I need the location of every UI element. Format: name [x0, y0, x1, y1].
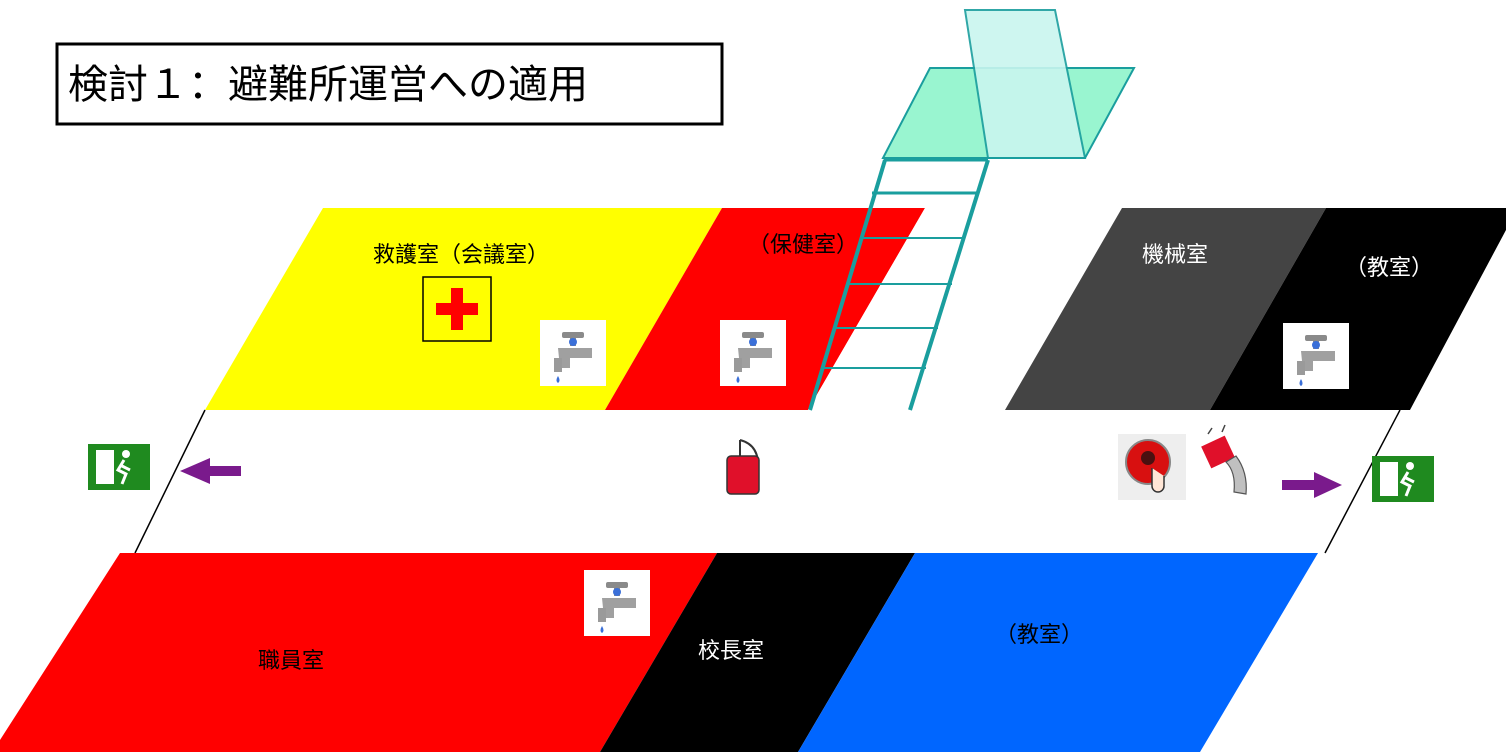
- white-room-area: [808, 208, 1122, 410]
- fire-alarm-button-icon: [1118, 434, 1186, 500]
- machine-room-label: 機械室: [1142, 243, 1208, 268]
- fire-extinguisher-icon: [726, 439, 760, 495]
- water-faucet-icon: [1283, 323, 1349, 389]
- health-room-label: （保健室）: [748, 233, 858, 258]
- roof-hatch: [963, 9, 1087, 159]
- staff-room-area: [0, 553, 717, 752]
- arrow-icon: [1282, 472, 1342, 498]
- title-box: 検討１：避難所運営への適用: [55, 42, 724, 126]
- principal-room-area: [600, 553, 915, 752]
- fire-hose-icon: [1201, 424, 1247, 495]
- rooftop-ladder: [808, 9, 1136, 411]
- classroom-bottom-area: [798, 553, 1318, 752]
- page-title: 検討１：避難所運営への適用: [68, 62, 588, 108]
- principal-room-label: 校長室: [698, 639, 764, 664]
- machine-room-area: [1005, 208, 1326, 410]
- water-faucet-icon: [540, 320, 606, 386]
- arrow-icon: [180, 458, 241, 484]
- water-faucet-icon: [720, 320, 786, 386]
- classroom-bottom-label: （教室）: [995, 623, 1083, 648]
- classroom-top-right-label: （教室）: [1345, 256, 1433, 281]
- health-room-area: [605, 208, 925, 410]
- staff-room-label: 職員室: [258, 649, 324, 674]
- water-faucet-icon: [584, 570, 650, 636]
- red-cross-icon: [422, 276, 492, 342]
- emergency-exit-icon: [88, 444, 150, 490]
- aid-room-label: 救護室（会議室）: [373, 243, 549, 268]
- corridor: [134, 409, 1401, 554]
- emergency-exit-icon: [1372, 456, 1434, 502]
